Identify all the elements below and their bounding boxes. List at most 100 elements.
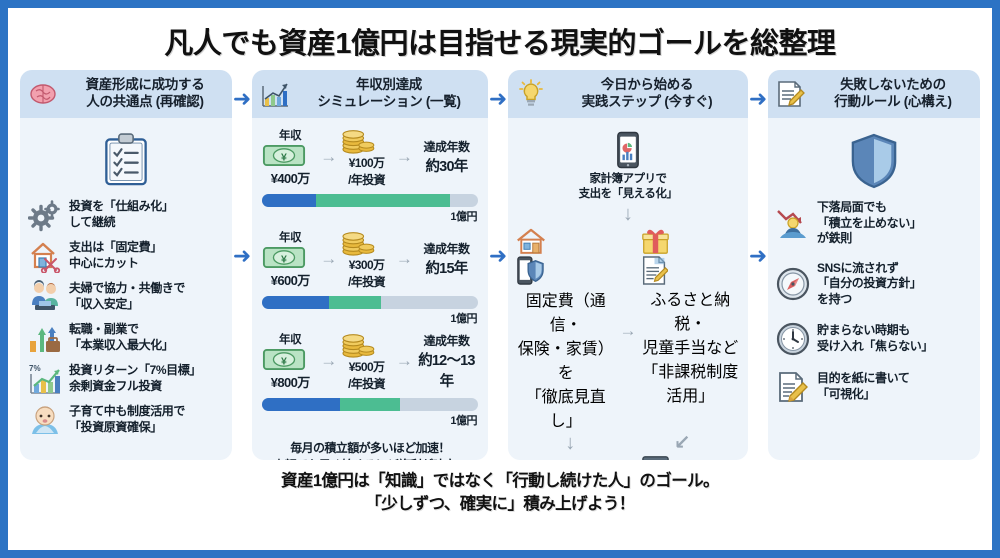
diagonal-arrow-icon: ↙ <box>673 432 691 455</box>
connector-arrow-icon: ➜ <box>748 86 768 111</box>
panel-header-common-points: 資産形成に成功する 人の共通点 (再確認) <box>20 70 232 118</box>
list-item: 投資を「仕組み化」 して継続 <box>28 198 224 232</box>
progress-bar <box>262 398 478 411</box>
paper-pencil-icon <box>776 370 810 404</box>
bar-segment-blue <box>262 296 329 309</box>
panel-body-simulation: 年収 ¥ ¥400万 → <box>252 118 488 460</box>
flow-arrow-icon: → <box>395 249 413 268</box>
coins-stack-icon <box>339 126 394 154</box>
bullet-list-common-points: 投資を「仕組み化」 して継続 <box>28 198 224 437</box>
invest-cell: ¥500万 /年投資 <box>339 330 394 392</box>
panel-header-action-rules: 失敗しないための 行動ルール (心構え) <box>768 70 980 118</box>
panel-title-action-rules: 失敗しないための 行動ルール (心構え) <box>834 77 952 109</box>
tax-document-icon <box>641 255 741 286</box>
down-arrow-icon: ↓ <box>565 432 576 455</box>
bar-segment-green <box>316 194 450 207</box>
compass-icon <box>776 267 810 301</box>
bar-caption: 1億円 <box>450 313 477 325</box>
bar-segment-green <box>339 398 401 411</box>
panel-title-simulation: 年収別達成 シミュレーション (一覧) <box>317 77 461 109</box>
invest-cell: ¥300万 /年投資 <box>339 228 394 290</box>
panel-practical-steps: 今日から始める 実践ステップ (今すぐ) <box>508 70 748 460</box>
bar-chart-growth-icon <box>260 79 290 109</box>
connector-gap-2: ➜ ➜ <box>488 70 508 460</box>
flow-arrow-icon: → <box>320 249 338 268</box>
gift-icon <box>641 226 741 255</box>
income-cell: 年収 ¥ ¥600万 <box>262 229 318 289</box>
income-cell: 年収 ¥ ¥800万 <box>262 331 318 391</box>
panel-action-rules: 失敗しないための 行動ルール (心構え) <box>768 70 980 460</box>
sprout-hand-icon <box>516 455 616 460</box>
footer-line-1: 資産1億円は「知識」ではなく「行動し続けた人」のゴール。 <box>281 472 719 490</box>
note-pencil-icon <box>776 79 806 109</box>
step-arrow-row: ↓ ↙ <box>516 431 740 455</box>
house-icon <box>516 226 616 255</box>
list-item: 下落局面でも 「積立を止めない」 が鉄則 <box>776 200 972 247</box>
bar-caption: 1億円 <box>450 415 477 427</box>
shield-icon <box>849 132 899 190</box>
step-item: 固定費（通信・ 保険・家賃）を 「徹底見直し」 <box>516 226 616 431</box>
lightbulb-icon <box>516 79 546 109</box>
house-scissors-icon <box>28 239 62 273</box>
panel-title-common-points: 資産形成に成功する 人の共通点 (再確認) <box>64 77 226 111</box>
svg-text:¥: ¥ <box>281 151 287 163</box>
safe-lock-icon <box>641 455 741 460</box>
list-item-label: 夫婦で協力・共働きで 「収入安定」 <box>69 281 186 311</box>
step-item: 家計簿アプリで 支出を「見える化」 <box>568 130 688 202</box>
list-item: 支出は「固定費」 中心にカット <box>28 239 224 273</box>
panel-body-practical-steps: 家計簿アプリで 支出を「見える化」 ↓ <box>508 118 748 460</box>
infographic-canvas: 凡人でも資産1億円は目指せる現実的ゴールを総整理 資産形成に成功する 人の共通点… <box>8 8 992 550</box>
clock-icon <box>776 322 810 356</box>
bar-segment-green <box>328 296 381 309</box>
phone-shield-icon <box>516 255 616 287</box>
baby-icon <box>28 403 62 437</box>
connector-arrow-icon: ➜ <box>488 243 508 268</box>
brain-icon <box>28 79 58 109</box>
banknote-yen-icon: ¥ <box>262 347 318 372</box>
invest-cell: ¥100万 /年投資 <box>339 126 394 188</box>
list-item-label: 支出は「固定費」 中心にカット <box>69 240 162 270</box>
connector-arrow-icon: ➜ <box>488 86 508 111</box>
list-item: SNSに流されず 「自分の投資方針」 を持つ <box>776 261 972 308</box>
list-item-label: 下落局面でも 「積立を止めない」 が鉄則 <box>817 200 922 246</box>
result-cell: 達成年数 約15年 <box>423 242 470 277</box>
bullet-list-action-rules: 下落局面でも 「積立を止めない」 が鉄則 <box>776 200 972 404</box>
panel-body-common-points: 投資を「仕組み化」 して継続 <box>20 118 232 460</box>
svg-text:¥: ¥ <box>281 355 287 367</box>
step-flow: 家計簿アプリで 支出を「見える化」 ↓ <box>516 126 740 460</box>
list-item: 転職・副業で 「本業収入最大化」 <box>28 321 224 355</box>
columns-container: 資産形成に成功する 人の共通点 (再確認) <box>8 70 992 460</box>
bar-segment-blue <box>262 398 340 411</box>
panel-header-simulation: 年収別達成 シミュレーション (一覧) <box>252 70 488 118</box>
meditation-down-arrow-icon <box>776 206 810 240</box>
clipboard-checklist-icon <box>101 132 151 188</box>
list-item: 貯まらない時期も 受け入れ「焦らない」 <box>776 322 972 356</box>
step-label: ふるさと納税・ 児童手当など 「非課税制度活用」 <box>642 292 739 406</box>
list-item-label: 目的を紙に書いて 「可視化」 <box>817 370 910 401</box>
bar-caption: 1億円 <box>450 211 477 223</box>
progress-bar <box>262 194 478 207</box>
panel-common-points: 資産形成に成功する 人の共通点 (再確認) <box>20 70 232 460</box>
right-arrow-icon: → <box>619 320 637 340</box>
income-cell: 年収 ¥ ¥400万 <box>262 127 318 187</box>
panel-simulation: 年収別達成 シミュレーション (一覧) 年収 <box>252 70 488 460</box>
flow-arrow-icon: → <box>320 351 338 370</box>
coins-stack-icon <box>339 228 394 256</box>
title-line-1: 資産形成に成功する <box>85 77 205 93</box>
couple-laptop-icon <box>28 280 62 314</box>
step-item: 投資用口座を 分けて 「使えない仕組み」 を作る <box>641 455 741 460</box>
connector-gap-1: ➜ ➜ <box>232 70 252 460</box>
svg-text:¥: ¥ <box>281 253 287 265</box>
bar-segment-blue <box>262 194 316 207</box>
list-item-label: 貯まらない時期も 受け入れ「焦らない」 <box>817 322 934 353</box>
result-cell: 達成年数 約30年 <box>423 140 470 175</box>
panel-header-practical-steps: 今日から始める 実践ステップ (今すぐ) <box>508 70 748 118</box>
list-item-label: SNSに流されず 「自分の投資方針」 を持つ <box>817 260 922 306</box>
list-item: 7% 投資リターン <box>28 362 224 396</box>
coins-stack-icon <box>339 330 394 358</box>
list-item-label: 投資リターン「7%目標」 余剰資金フル投資 <box>69 363 201 393</box>
panel-body-action-rules: 下落局面でも 「積立を止めない」 が鉄則 <box>768 118 980 460</box>
smartphone-chart-icon <box>616 130 640 170</box>
flow-arrow-icon: → <box>320 147 338 166</box>
step-item: 初心者は 「つみたてNISA・ iDeCo」から スタート <box>516 455 616 460</box>
